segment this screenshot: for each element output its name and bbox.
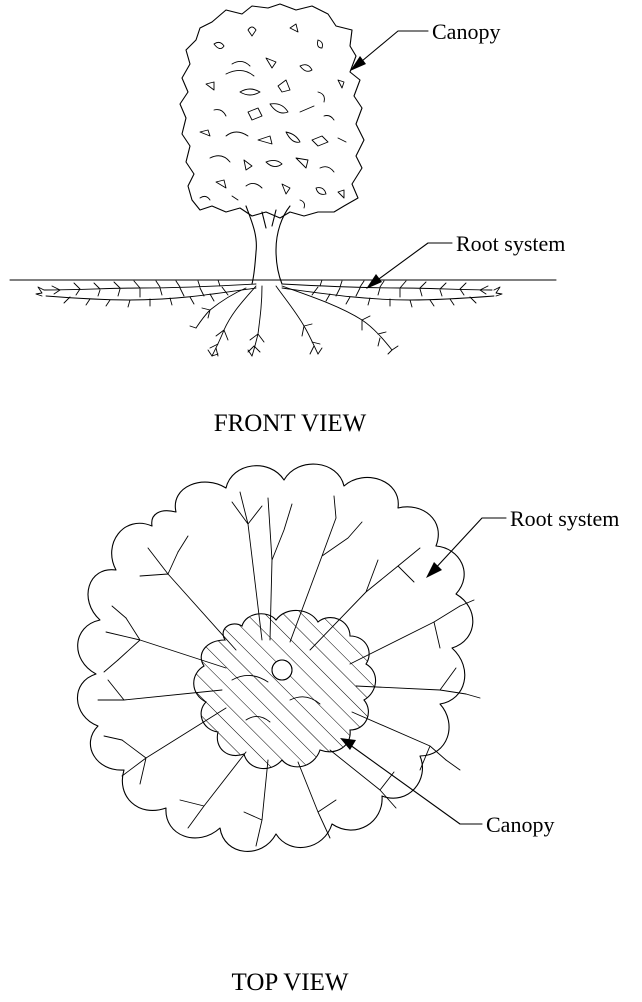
top-root-label: Root system (510, 506, 619, 531)
top-view-title: TOP VIEW (232, 969, 349, 996)
front-canopy-leader (356, 31, 428, 66)
front-canopy-texture (200, 24, 346, 208)
top-canopy-label: Canopy (486, 812, 554, 837)
front-root-arrowhead (366, 274, 382, 289)
front-root-system (36, 280, 502, 356)
top-root-leader (432, 518, 506, 572)
top-canopy-leader (346, 742, 482, 824)
front-root-label: Root system (456, 231, 565, 256)
top-view: Root system Canopy TOP VIEW (77, 464, 619, 996)
front-view-title: FRONT VIEW (214, 410, 367, 437)
front-root-leader (372, 243, 452, 284)
front-canopy-outline (180, 4, 364, 218)
front-canopy-label: Canopy (432, 19, 500, 44)
front-canopy-arrowhead (350, 56, 366, 71)
front-trunk (246, 206, 290, 284)
front-view: Canopy Root system FRONT VIEW (10, 4, 565, 437)
